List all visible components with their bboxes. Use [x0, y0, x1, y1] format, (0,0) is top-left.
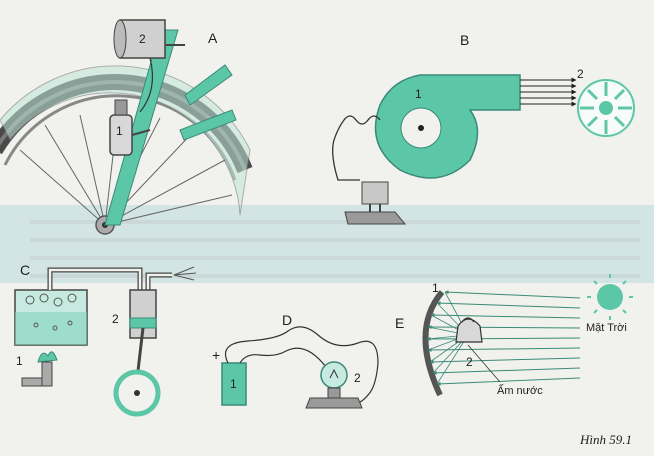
electric-device	[361, 181, 389, 205]
generator-housing	[374, 74, 521, 179]
coil-wire	[332, 115, 381, 181]
sun	[597, 284, 623, 310]
panel-d-battery-bulb: + 1 2 D	[212, 312, 379, 409]
concave-mirror	[422, 290, 445, 397]
mudguard	[0, 65, 251, 216]
battery	[221, 362, 247, 406]
circuit-wire	[224, 326, 379, 404]
burner-flame	[37, 351, 58, 363]
panel-e-part-2-label: 2	[466, 355, 473, 369]
bicycle-fork	[104, 29, 179, 226]
panel-d-plus-sign: +	[212, 347, 220, 363]
panel-b-generator-fan: 1 2 B	[332, 32, 635, 225]
panel-a-part-1-label: 1	[116, 124, 123, 138]
faded-text-lines	[30, 220, 640, 278]
exhaust-steam	[173, 266, 197, 281]
panel-c-part-2-label: 2	[112, 312, 119, 326]
frame-tube-lower	[179, 109, 237, 141]
panel-d-label: D	[282, 312, 292, 328]
panel-a-bicycle-dynamo: 2 1 A	[0, 19, 253, 235]
panel-a-part-2-label: 2	[139, 32, 146, 46]
kettle-label: Ấm nước	[497, 384, 543, 397]
sun-rays	[426, 290, 581, 386]
steam-bubbles	[25, 293, 77, 331]
panel-b-label: B	[460, 32, 469, 48]
figure-caption: Hình 59.1	[579, 432, 632, 447]
panel-d-part-2-label: 2	[354, 371, 361, 385]
panel-e-label: E	[395, 315, 404, 331]
kettle-pointer	[467, 344, 501, 383]
panel-c-steam-engine: C 2 1	[14, 262, 197, 417]
panel-a-label: A	[208, 30, 218, 46]
device-base	[344, 211, 407, 225]
panel-e-part-1-label: 1	[432, 281, 439, 295]
panel-b-part-2-label: 2	[577, 67, 584, 81]
kettle	[455, 318, 483, 343]
piston	[129, 317, 157, 329]
panel-d-part-1-label: 1	[230, 377, 237, 391]
frame-tube-upper	[184, 64, 233, 106]
light-bulb	[320, 361, 348, 389]
burner	[41, 361, 53, 387]
dynamo-roller	[114, 99, 128, 116]
panel-c-label: C	[20, 262, 30, 278]
airflow-arrows	[520, 77, 577, 107]
lamp-wire	[139, 57, 153, 113]
panel-b-part-1-label: 1	[415, 87, 422, 101]
panel-e-solar-concentrator: E 1 2 Ấm nước Mặt Trời	[395, 274, 633, 397]
panel-c-part-1-label: 1	[16, 354, 23, 368]
bulb-base	[305, 397, 363, 409]
sun-label: Mặt Trời	[586, 322, 627, 334]
boiler-water	[15, 312, 87, 345]
